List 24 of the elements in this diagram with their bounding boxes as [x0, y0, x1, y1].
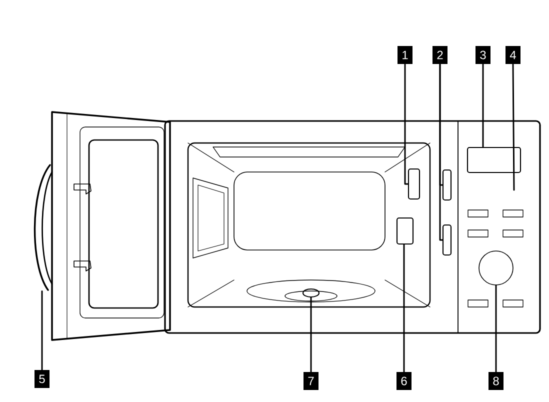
leader-line	[41, 290, 43, 370]
callout-number: 7	[304, 372, 318, 390]
leader-line	[403, 244, 405, 372]
door-latch-slot	[442, 224, 452, 256]
lamp-cover	[408, 168, 420, 200]
leader-line	[439, 64, 444, 241]
turntable-coupler	[302, 288, 320, 298]
leader-line	[482, 64, 484, 148]
callout-number: 1	[398, 46, 412, 64]
door-handle	[34, 164, 53, 291]
control-knob	[478, 250, 514, 286]
callout-number: 2	[432, 46, 448, 64]
door-latch-slot	[442, 169, 452, 201]
callout-number: 8	[488, 372, 504, 390]
display	[466, 146, 522, 174]
leader-line	[310, 296, 312, 372]
callout-number: 5	[34, 370, 50, 388]
waveguide-cover	[396, 217, 414, 245]
callout-number: 4	[506, 46, 520, 64]
leader-line	[404, 64, 409, 185]
leader-line	[512, 64, 515, 191]
callout-number: 3	[476, 46, 490, 64]
leader-line	[495, 284, 497, 372]
callout-number: 6	[396, 372, 412, 390]
